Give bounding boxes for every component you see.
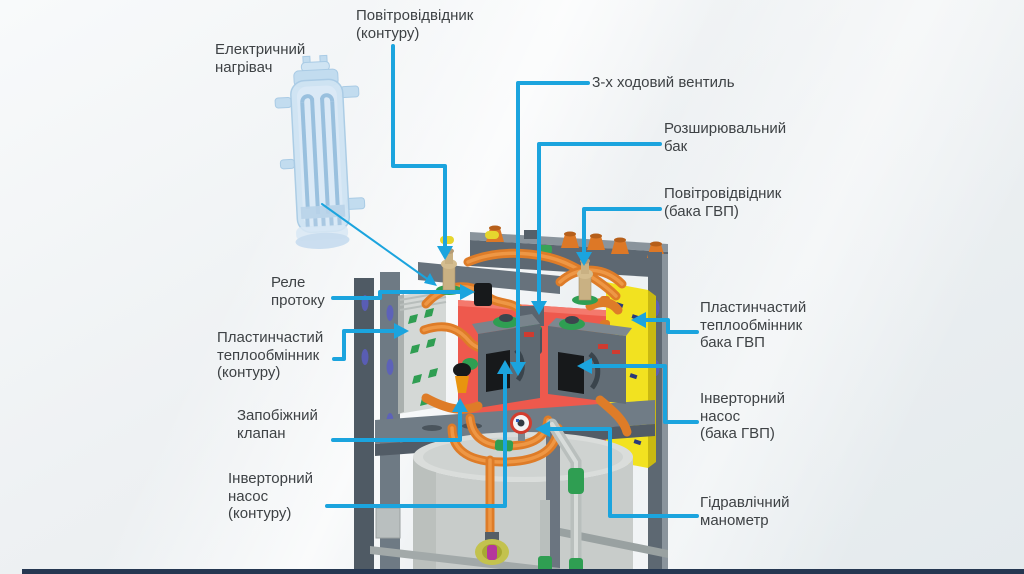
leader-lines [321,44,699,518]
flow-switch-illustration [474,283,492,306]
safety-valve-illustration [453,358,478,393]
leader-line-hydraulic-gauge [535,421,699,518]
leader-line-plate-hx-circuit [332,323,409,361]
electric-heater-illustration [274,54,366,249]
leader-line-flow-switch [331,284,475,300]
frame-legs [370,430,668,574]
plate-hx-circuit-illustration [398,288,447,414]
tank-port [475,532,509,565]
leader-line-plate-hx-dhw [631,312,699,334]
leader-line-air-vent-circuit [391,44,453,260]
leader-line-expansion-tank [531,142,662,315]
pipes-back [463,248,627,301]
air-vent-dhw-illustration [572,258,598,305]
bottom-accent-bar [22,569,1024,574]
buffer-tank [413,432,633,574]
label-air-vent-circuit: Повітровідвідник(контуру) [356,7,474,42]
leader-line-safety-valve [331,398,468,442]
leader-line-electric-heater [321,203,437,286]
manometer-illustration [510,412,532,441]
leader-line-inverter-pump-circuit [325,360,513,508]
leader-line-three-way-valve [510,81,590,376]
label-air-vent-dhw: Повітровідвідник(бака ГВП) [664,185,782,220]
hydro-unit-illustration [354,225,668,574]
leader-line-inverter-pump-dhw [577,358,699,424]
label-three-way-valve: 3-х ходовий вентиль [592,74,735,91]
leader-line-air-vent-dhw [576,207,662,266]
